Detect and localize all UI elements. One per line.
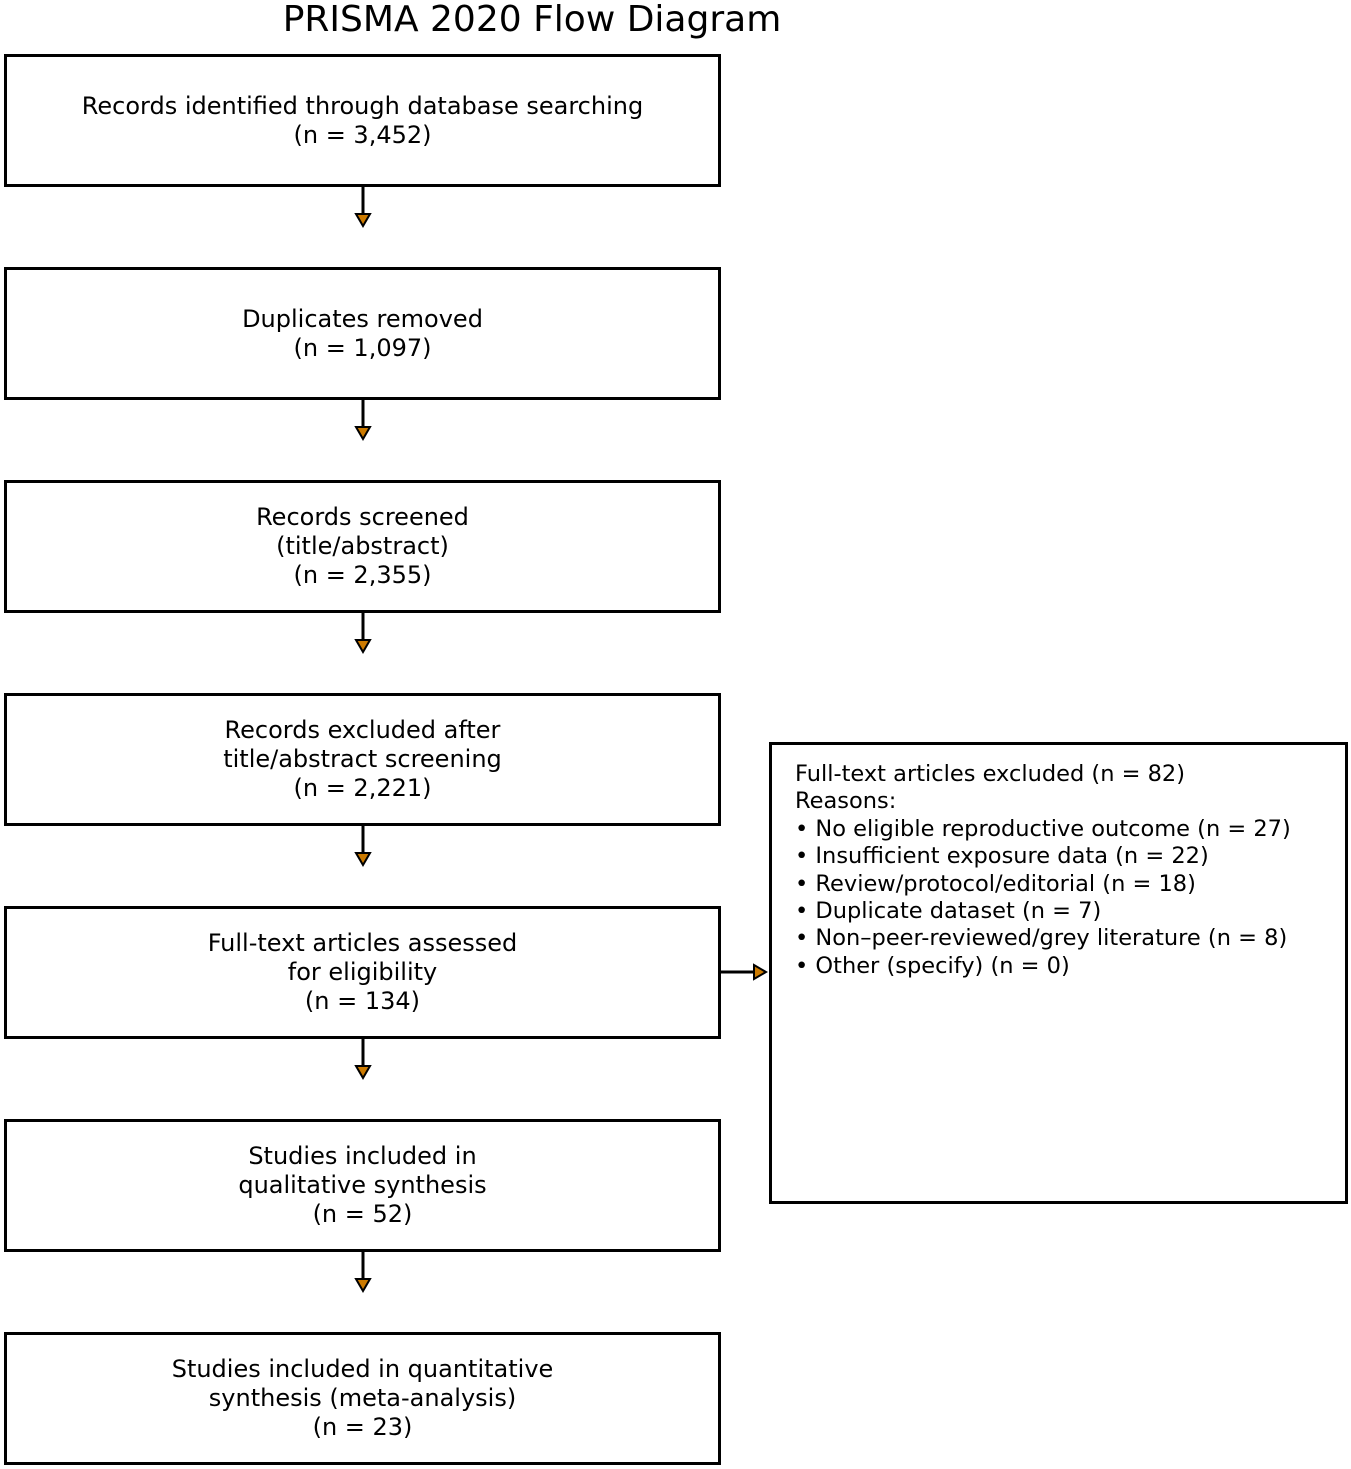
excluded-heading: Full-text articles excluded (n = 82) (795, 761, 1186, 787)
box-full-text-excluded: Full-text articles excluded (n = 82) Rea… (769, 742, 1348, 1204)
box-records-identified-count: (n = 3,452) (293, 120, 432, 149)
box-full-text-assessed-count: (n = 134) (304, 987, 421, 1015)
arrow-down-1 (354, 187, 372, 228)
box-records-screened-count: (n = 2,355) (293, 561, 432, 589)
box-qualitative-synthesis: Studies included in qualitative synthesi… (4, 1119, 721, 1252)
arrow-down-3 (354, 613, 372, 654)
box-records-excluded-line-2: title/abstract screening (223, 745, 502, 773)
box-records-screened-line-1: Records screened (256, 503, 469, 531)
box-full-text-assessed-line-1: Full-text articles assessed (207, 929, 518, 957)
arrow-down-2 (354, 400, 372, 441)
box-quantitative-synthesis: Studies included in quantitative synthes… (4, 1332, 721, 1465)
box-duplicates-removed-line-1: Duplicates removed (242, 304, 483, 333)
excluded-reason-item: • No eligible reproductive outcome (n = … (795, 815, 1291, 842)
excluded-reason-item: • Other (specify) (n = 0) (795, 952, 1070, 979)
excluded-reason-item: • Review/protocol/editorial (n = 18) (795, 870, 1196, 897)
box-records-screened-line-2: (title/abstract) (276, 532, 449, 560)
box-qualitative-synthesis-line-2: qualitative synthesis (238, 1171, 487, 1199)
box-records-identified-line-1: Records identified through database sear… (81, 91, 644, 120)
diagram-title: PRISMA 2020 Flow Diagram (282, 0, 782, 40)
arrow-down-6 (354, 1252, 372, 1293)
excluded-reason-item: • Duplicate dataset (n = 7) (795, 898, 1102, 925)
box-quantitative-synthesis-count: (n = 23) (312, 1413, 413, 1441)
box-full-text-assessed-line-2: for eligibility (287, 958, 438, 986)
box-duplicates-removed: Duplicates removed (n = 1,097) (4, 267, 721, 400)
arrow-down-5 (354, 1039, 372, 1080)
box-records-screened: Records screened (title/abstract) (n = 2… (4, 480, 721, 613)
box-qualitative-synthesis-line-1: Studies included in (248, 1142, 477, 1170)
excluded-reasons-label: Reasons: (795, 788, 897, 815)
excluded-reason-item: • Insufficient exposure data (n = 22) (795, 843, 1209, 870)
box-duplicates-removed-count: (n = 1,097) (293, 333, 432, 362)
box-records-excluded: Records excluded after title/abstract sc… (4, 693, 721, 826)
arrow-right-excluded (721, 963, 768, 981)
box-quantitative-synthesis-line-1: Studies included in quantitative (171, 1355, 554, 1383)
box-full-text-assessed: Full-text articles assessed for eligibil… (4, 906, 721, 1039)
box-quantitative-synthesis-line-2: synthesis (meta-analysis) (208, 1384, 517, 1412)
box-records-identified: Records identified through database sear… (4, 54, 721, 187)
box-records-excluded-count: (n = 2,221) (293, 774, 432, 802)
box-records-excluded-line-1: Records excluded after (224, 716, 501, 744)
excluded-reason-item: • Non–peer-reviewed/grey literature (n =… (795, 925, 1288, 952)
arrow-down-4 (354, 826, 372, 867)
box-qualitative-synthesis-count: (n = 52) (312, 1200, 413, 1228)
